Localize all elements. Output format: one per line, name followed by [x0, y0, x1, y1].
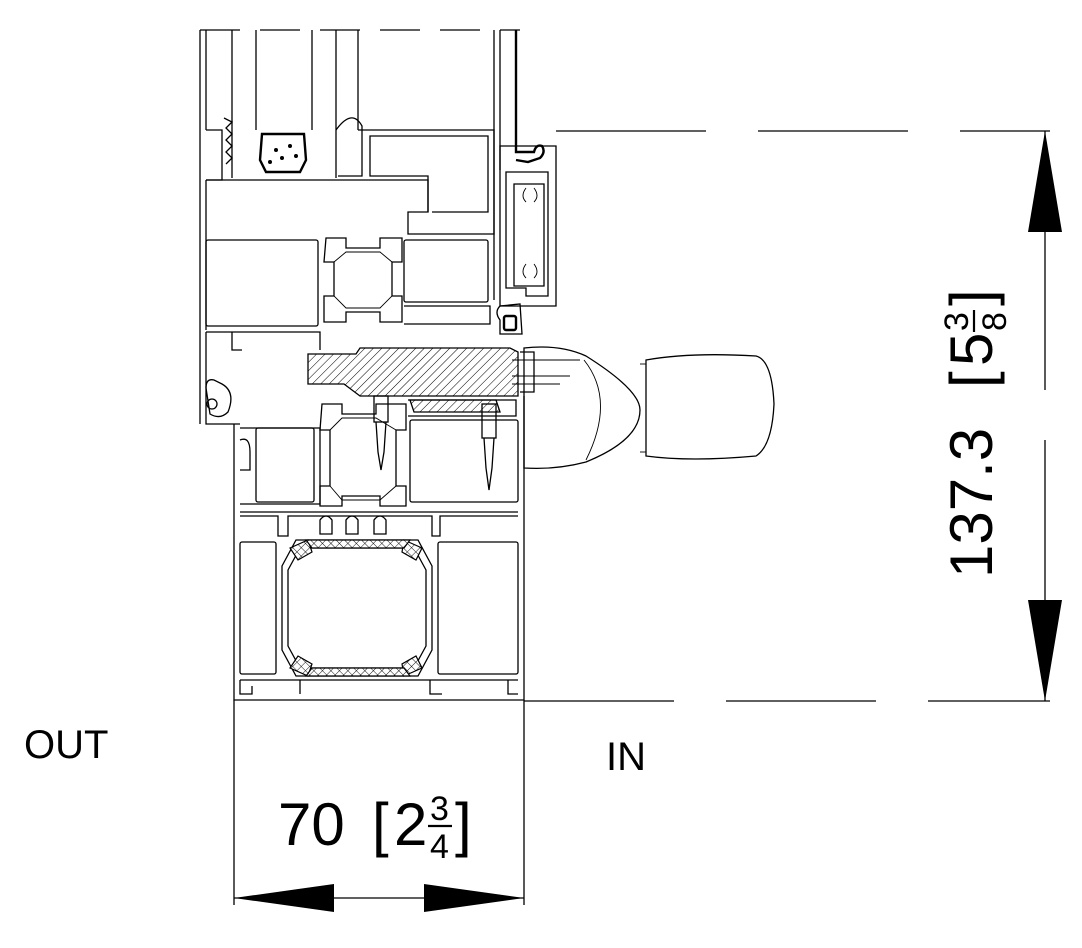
height-close-bracket: ]	[938, 289, 1005, 306]
sash-profile	[205, 129, 495, 425]
frame-side-cover	[499, 145, 557, 307]
glass-spacer	[258, 132, 308, 174]
width-arrow-right	[424, 884, 524, 912]
outside-label: OUT	[24, 723, 108, 767]
handle-mechanism	[307, 303, 580, 491]
fixing-screw-right	[483, 437, 495, 491]
fixing-screw-left	[375, 421, 387, 471]
height-whole: 5	[938, 333, 1005, 366]
frame-thermal-break	[319, 403, 407, 507]
width-close-bracket: ]	[455, 791, 472, 858]
espagnolette-bar	[307, 347, 519, 397]
width-dimension: 70 [ 2 3 4 ]	[233, 700, 525, 912]
height-arrow-top	[1028, 131, 1062, 232]
height-dimension: 137.3 [ 5 3 8 ]	[938, 131, 1062, 701]
width-denominator: 4	[430, 828, 449, 866]
width-numerator: 3	[430, 790, 449, 828]
height-denominator: 8	[976, 312, 1014, 331]
height-value: 137.3	[938, 428, 1005, 578]
glazing-bead-seal	[335, 117, 363, 177]
sash-outer-gasket	[205, 379, 232, 418]
datum-lines	[524, 130, 1050, 702]
handle-rosette	[523, 346, 641, 470]
sash-thermal-break	[323, 237, 403, 323]
outer-frame-profile	[233, 396, 525, 701]
height-dimension-label: 137.3 [ 5 3 8 ]	[938, 289, 1014, 578]
height-arrow-bottom	[1028, 600, 1062, 701]
width-whole: 2	[394, 791, 427, 858]
hinge-seal	[496, 303, 523, 335]
window-handle[interactable]	[523, 346, 775, 470]
inside-label: IN	[606, 735, 646, 779]
width-open-bracket: [	[372, 791, 389, 858]
height-numerator: 3	[938, 312, 976, 331]
width-value: 70	[278, 791, 345, 858]
height-open-bracket: [	[938, 371, 1005, 388]
width-dimension-label: 70 [ 2 3 4 ]	[278, 790, 472, 866]
width-arrow-left	[234, 884, 334, 912]
handle-lever[interactable]	[645, 354, 775, 460]
